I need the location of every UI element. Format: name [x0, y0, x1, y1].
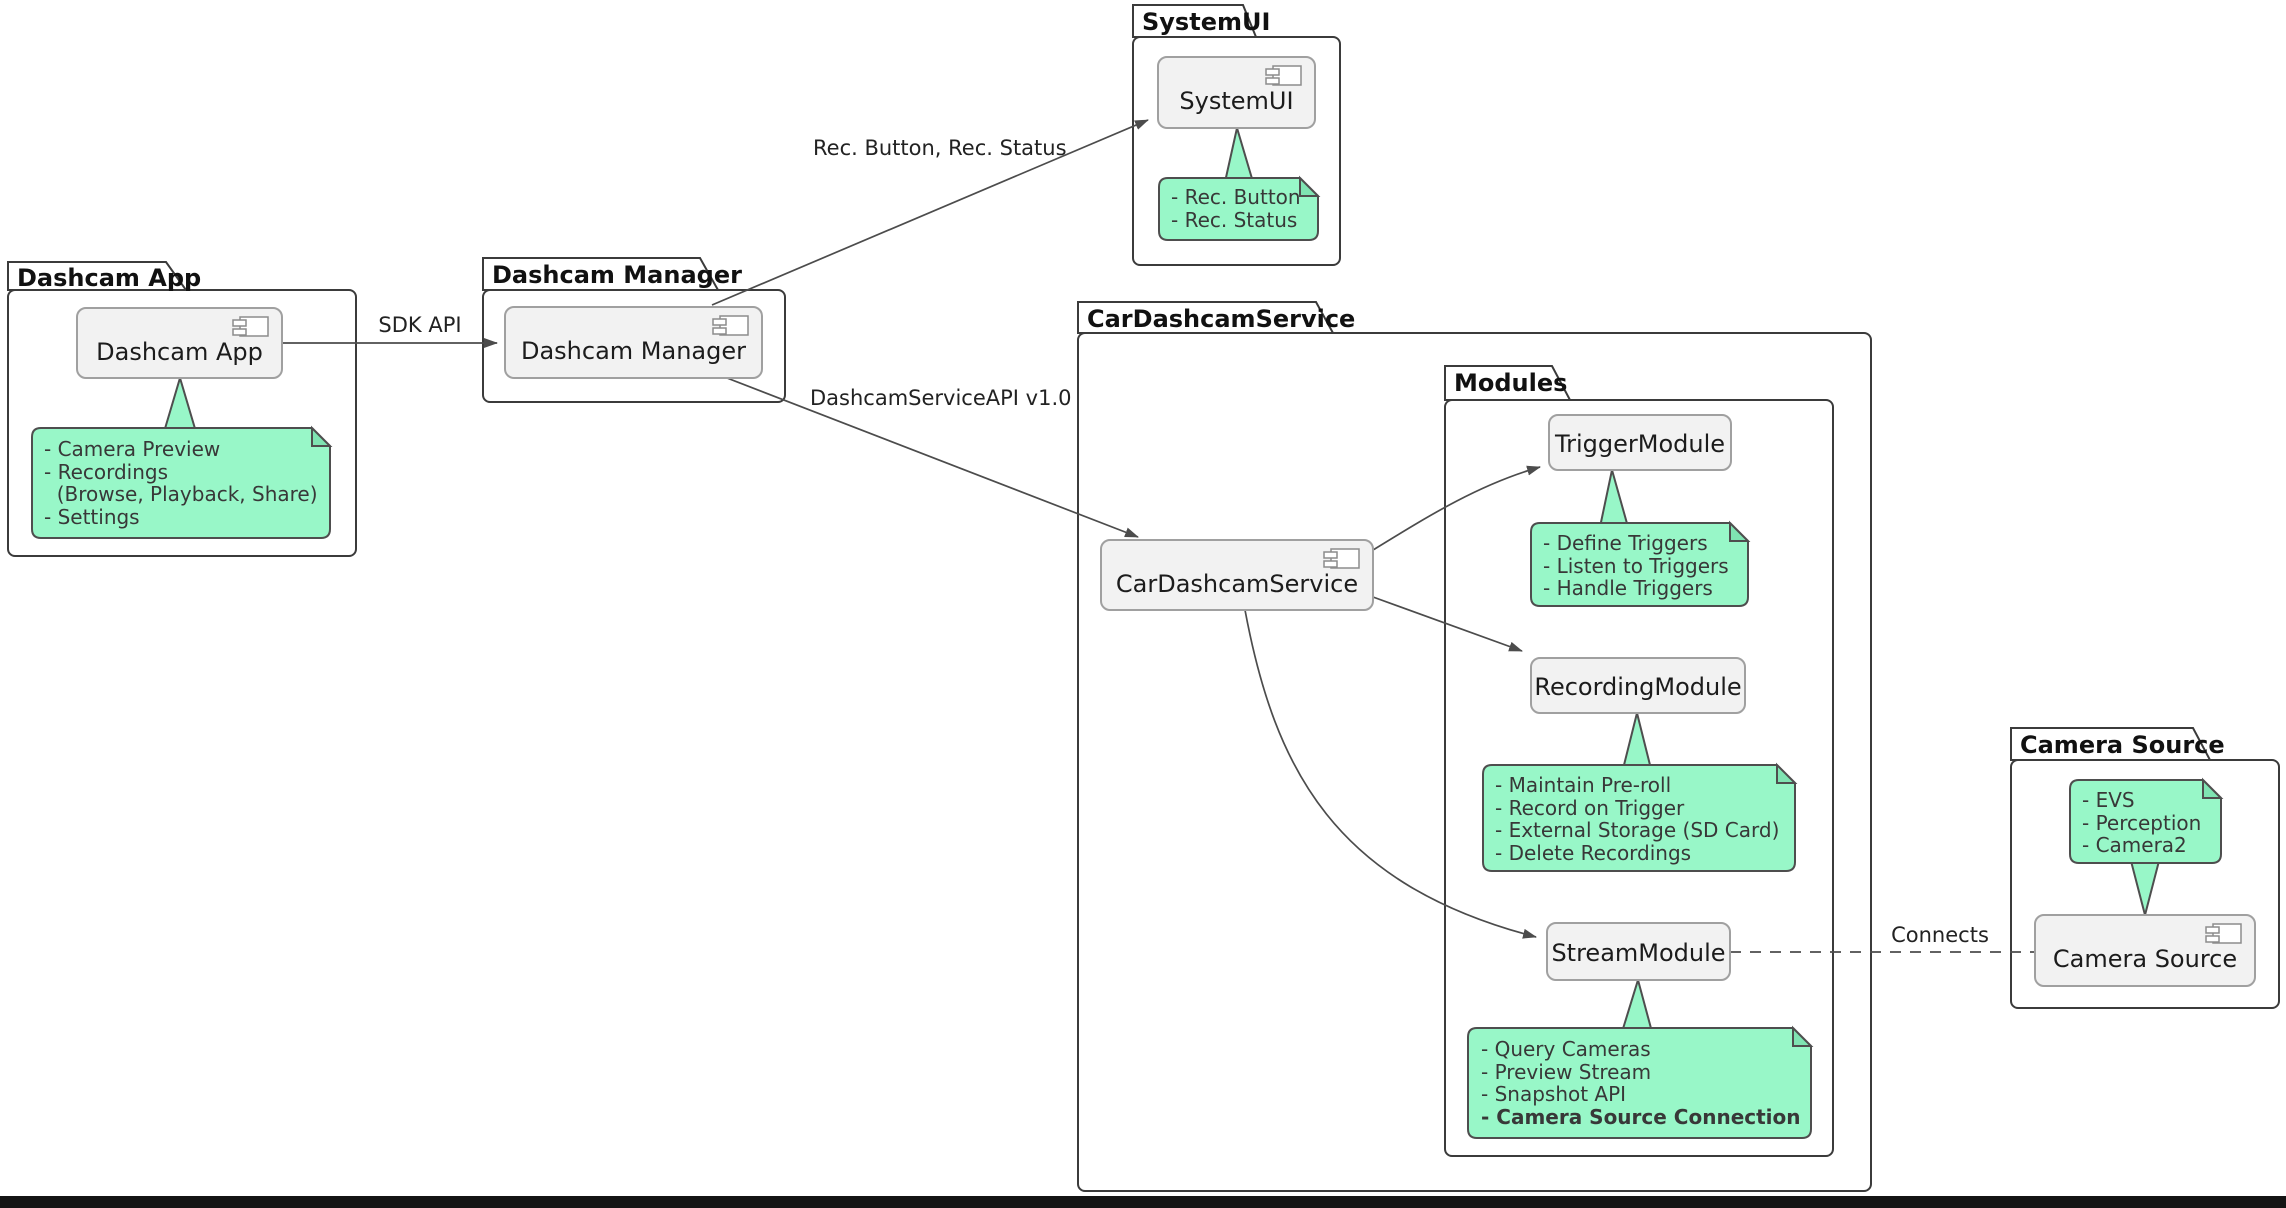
package-title-systemui: SystemUI	[1142, 8, 1271, 36]
edge-label-dashcam-service-api: DashcamServiceAPI v1.0	[810, 386, 1072, 410]
note-trigger-module	[1530, 522, 1749, 607]
edge-label-connects: Connects	[1891, 923, 1989, 947]
edge-service-to-stream	[1244, 609, 1537, 939]
note-text-camera-source: - EVS - Perception - Camera2	[2082, 789, 2201, 857]
component-label-recording-module: RecordingModule	[1534, 673, 1742, 701]
note-line: - Maintain Pre-roll	[1495, 773, 1672, 797]
package-tab-modules	[1444, 365, 1572, 401]
edge-service-to-recording	[1372, 596, 1523, 652]
note-line: - Recordings	[44, 459, 169, 484]
note-fold	[1792, 1025, 1814, 1047]
component-icon	[232, 316, 269, 337]
package-title-dashcam-manager: Dashcam Manager	[492, 261, 742, 289]
note-text-trigger-module: - Define Triggers - Listen to Triggers -…	[1543, 532, 1729, 600]
component-label-trigger-module: TriggerModule	[1554, 430, 1726, 458]
note-line: - Preview Stream	[1481, 1059, 1652, 1084]
component-camera-source	[2034, 914, 2256, 987]
note-stream-module	[1467, 1027, 1812, 1139]
component-dashcam-app	[76, 307, 283, 379]
component-label-stream-module: StreamModule	[1551, 939, 1726, 967]
package-title-cardashcamservice: CarDashcamService	[1087, 305, 1356, 333]
note-line: - Handle Triggers	[1543, 576, 1713, 600]
note-dashcam-app	[31, 427, 331, 539]
package-tab-dashcam-manager	[482, 257, 720, 291]
note-line: - Camera2	[2082, 833, 2187, 857]
note-line: - Snapshot API	[1481, 1082, 1627, 1106]
note-line: - Define Triggers	[1543, 531, 1708, 555]
package-title-dashcam-app: Dashcam App	[17, 264, 202, 292]
edge-label-sdk-api: SDK API	[378, 313, 462, 337]
note-line: - External Storage (SD Card)	[1495, 818, 1780, 842]
note-line: - Listen to Triggers	[1543, 553, 1729, 578]
note-line: - Record on Trigger	[1495, 795, 1685, 820]
package-tab-systemui	[1132, 4, 1258, 38]
note-systemui	[1158, 177, 1319, 241]
component-icon	[1323, 548, 1360, 569]
component-icon	[2205, 923, 2242, 944]
component-label-cardashcamservice: CarDashcamService	[1115, 570, 1359, 598]
note-line: - Settings	[44, 504, 140, 529]
note-line-bold: - Camera Source Connection	[1481, 1104, 1801, 1129]
note-text-recording-module: - Maintain Pre-roll - Record on Trigger …	[1495, 774, 1779, 864]
package-title-modules: Modules	[1454, 369, 1568, 397]
component-label-dashcam-manager: Dashcam Manager	[520, 337, 746, 365]
package-title-camera-source: Camera Source	[2020, 731, 2225, 759]
note-text-stream-module: - Query Cameras - Preview Stream - Snaps…	[1481, 1038, 1801, 1128]
note-fold	[311, 425, 333, 447]
note-fold	[1299, 175, 1321, 197]
component-cardashcamservice	[1100, 539, 1374, 611]
note-camera-source	[2069, 779, 2222, 864]
edge-service-to-trigger	[1372, 465, 1541, 551]
component-icon	[1265, 65, 1302, 86]
edge-label-rec-button-status: Rec. Button, Rec. Status	[813, 136, 1067, 160]
note-line: - Rec. Button	[1171, 185, 1301, 209]
note-line: - Delete Recordings	[1495, 840, 1692, 865]
note-line: - EVS	[2082, 788, 2135, 812]
note-line: (Browse, Playback, Share)	[44, 482, 318, 506]
package-tab-cardashcamservice	[1077, 301, 1335, 334]
bottom-edge-bar	[0, 1196, 2286, 1208]
package-tab-camera-source	[2010, 727, 2212, 761]
note-fold	[1729, 520, 1751, 542]
component-icon	[712, 315, 749, 336]
package-tab-dashcam-app	[7, 261, 188, 291]
component-label-systemui: SystemUI	[1179, 87, 1294, 115]
component-stream-module	[1546, 922, 1731, 981]
note-text-systemui: - Rec. Button - Rec. Status	[1171, 186, 1301, 231]
note-recording-module	[1482, 764, 1796, 872]
edge-rec-button-status	[711, 119, 1149, 306]
component-trigger-module	[1548, 414, 1732, 471]
note-line: - Perception	[2082, 810, 2202, 835]
component-label-dashcam-app: Dashcam App	[96, 338, 263, 366]
edge-dashcam-service-api	[726, 377, 1139, 538]
note-line: - Camera Preview	[44, 437, 221, 461]
note-fold	[2202, 777, 2224, 799]
note-line: - Rec. Status	[1171, 207, 1298, 232]
note-fold	[1776, 762, 1798, 784]
component-recording-module	[1530, 657, 1746, 714]
component-dashcam-manager	[504, 306, 763, 379]
note-text-dashcam-app: - Camera Preview - Recordings (Browse, P…	[44, 438, 318, 528]
note-line: - Query Cameras	[1481, 1037, 1651, 1061]
component-label-camera-source: Camera Source	[2052, 945, 2238, 973]
